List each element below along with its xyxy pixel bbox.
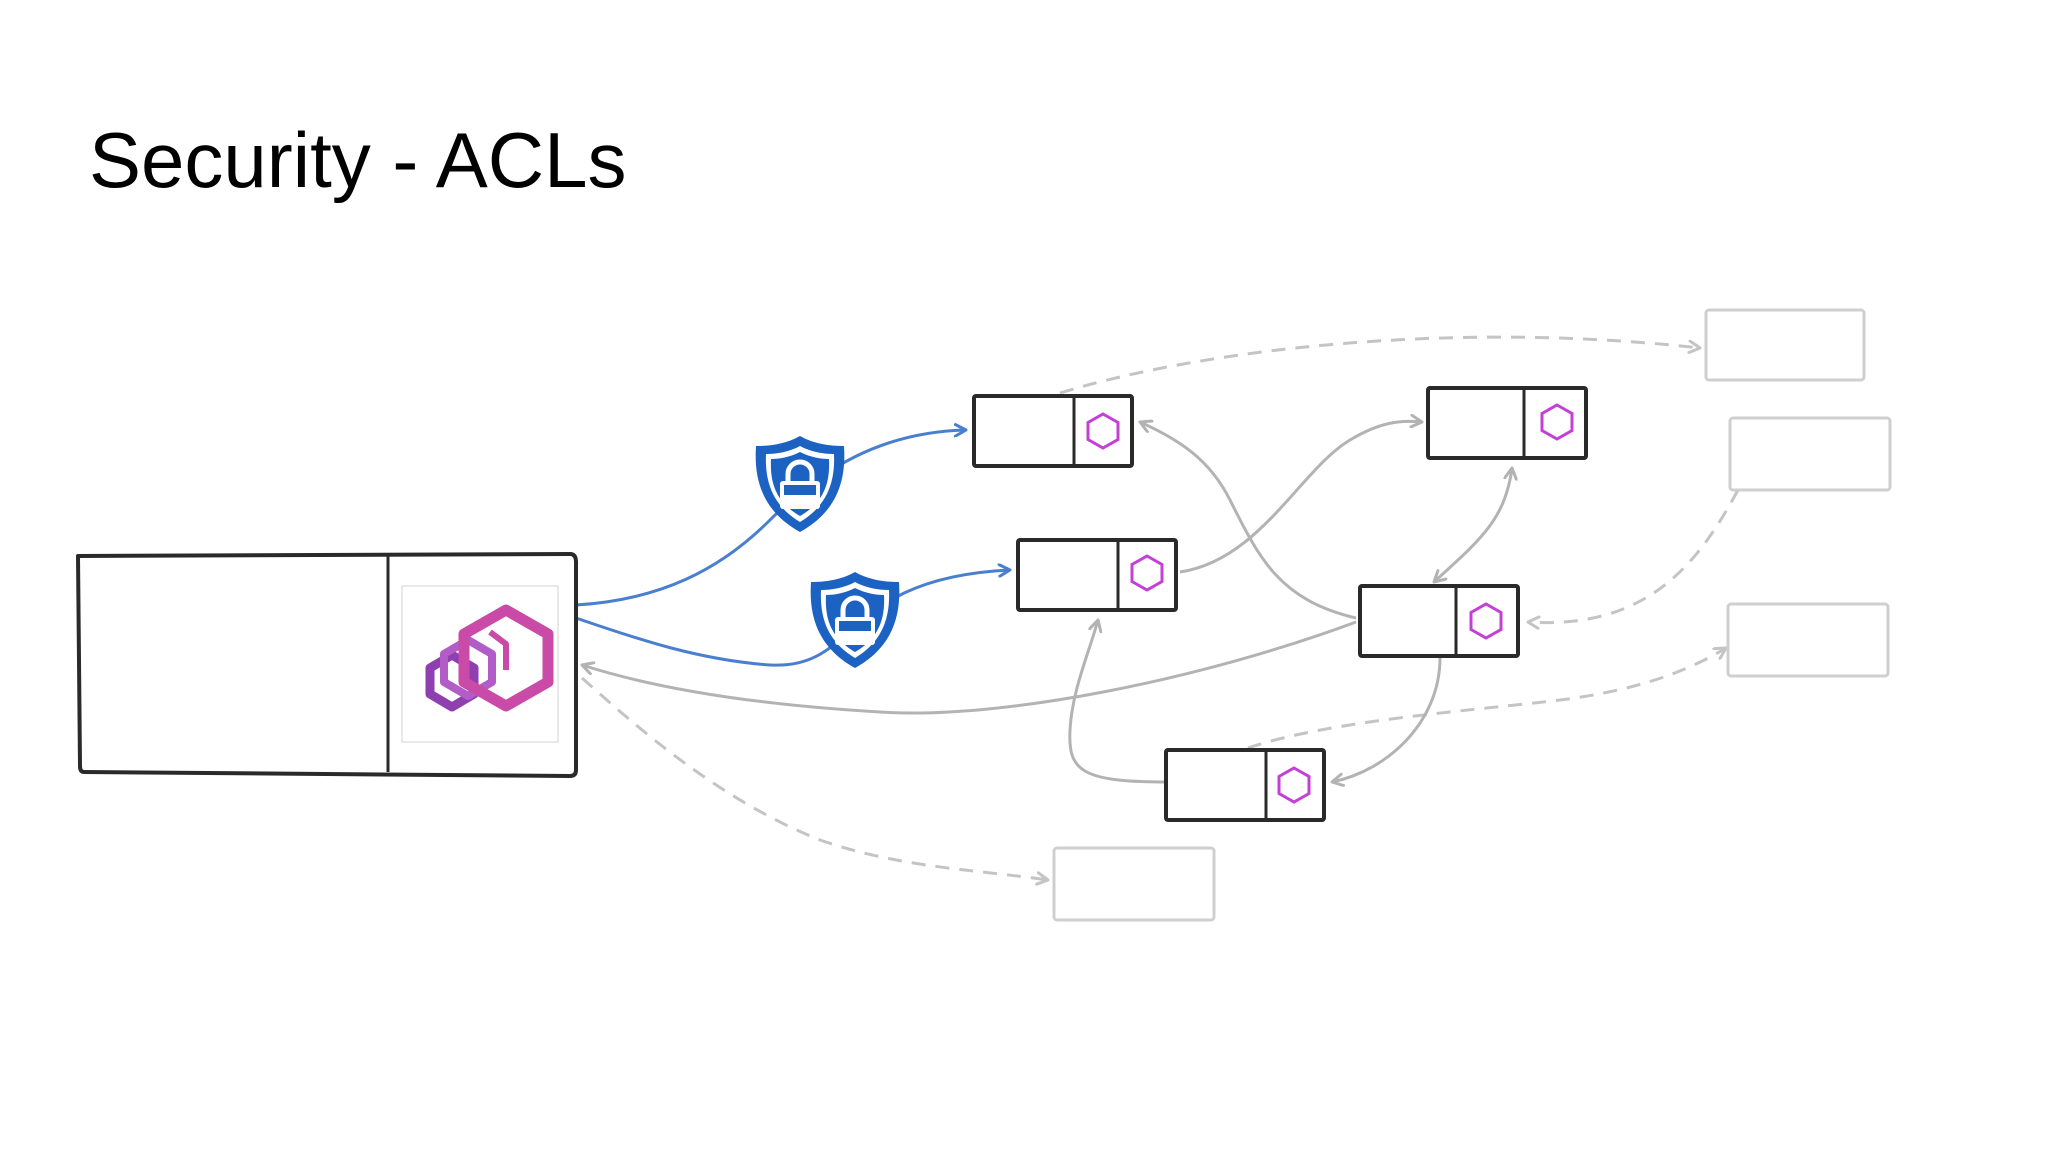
service-node-3 (1426, 386, 1588, 460)
slide-title: Security - ACLs (89, 116, 627, 204)
service-node-4 (1164, 748, 1326, 822)
envoy-logo-icon (425, 604, 554, 712)
hexagon-icon (1130, 554, 1164, 592)
dashed-link-top (1059, 335, 1700, 395)
dashed-link-bottom (580, 676, 1048, 880)
hexagon-icon (1540, 403, 1574, 441)
hexagon-icon (1277, 766, 1311, 804)
service-node-1 (972, 394, 1134, 468)
external-box-1 (1704, 308, 1866, 382)
dashed-link-right-return (1528, 489, 1740, 623)
link-svc4-to-svc2 (1068, 620, 1167, 784)
ingress-gateway (76, 552, 578, 778)
shield-lock-icon (810, 572, 900, 668)
envoy-logo-tile (401, 585, 559, 743)
dashed-link-lower-right (1247, 648, 1726, 750)
link-svc2-to-svc3 (1179, 421, 1422, 574)
external-box-3 (1726, 602, 1890, 678)
service-node-2 (1016, 538, 1178, 612)
connections (575, 335, 1740, 880)
secure-link-ingress-to-svc1 (575, 430, 966, 607)
service-node-5 (1358, 584, 1520, 658)
link-svc5-svc3-bidirectional (1434, 468, 1512, 582)
external-box-2 (1728, 416, 1892, 492)
hexagon-icon (1469, 602, 1503, 640)
secure-link-ingress-to-svc2 (575, 570, 1010, 667)
link-svc5-to-svc1 (1140, 422, 1357, 620)
hexagon-icon (1086, 412, 1120, 450)
link-svc5-to-svc4 (1332, 657, 1442, 782)
external-box-4 (1052, 846, 1216, 922)
link-svc5-to-ingress (582, 620, 1357, 715)
shield-lock-icon (755, 436, 845, 532)
service-nodes (972, 386, 1588, 822)
external-nodes (1052, 308, 1892, 922)
